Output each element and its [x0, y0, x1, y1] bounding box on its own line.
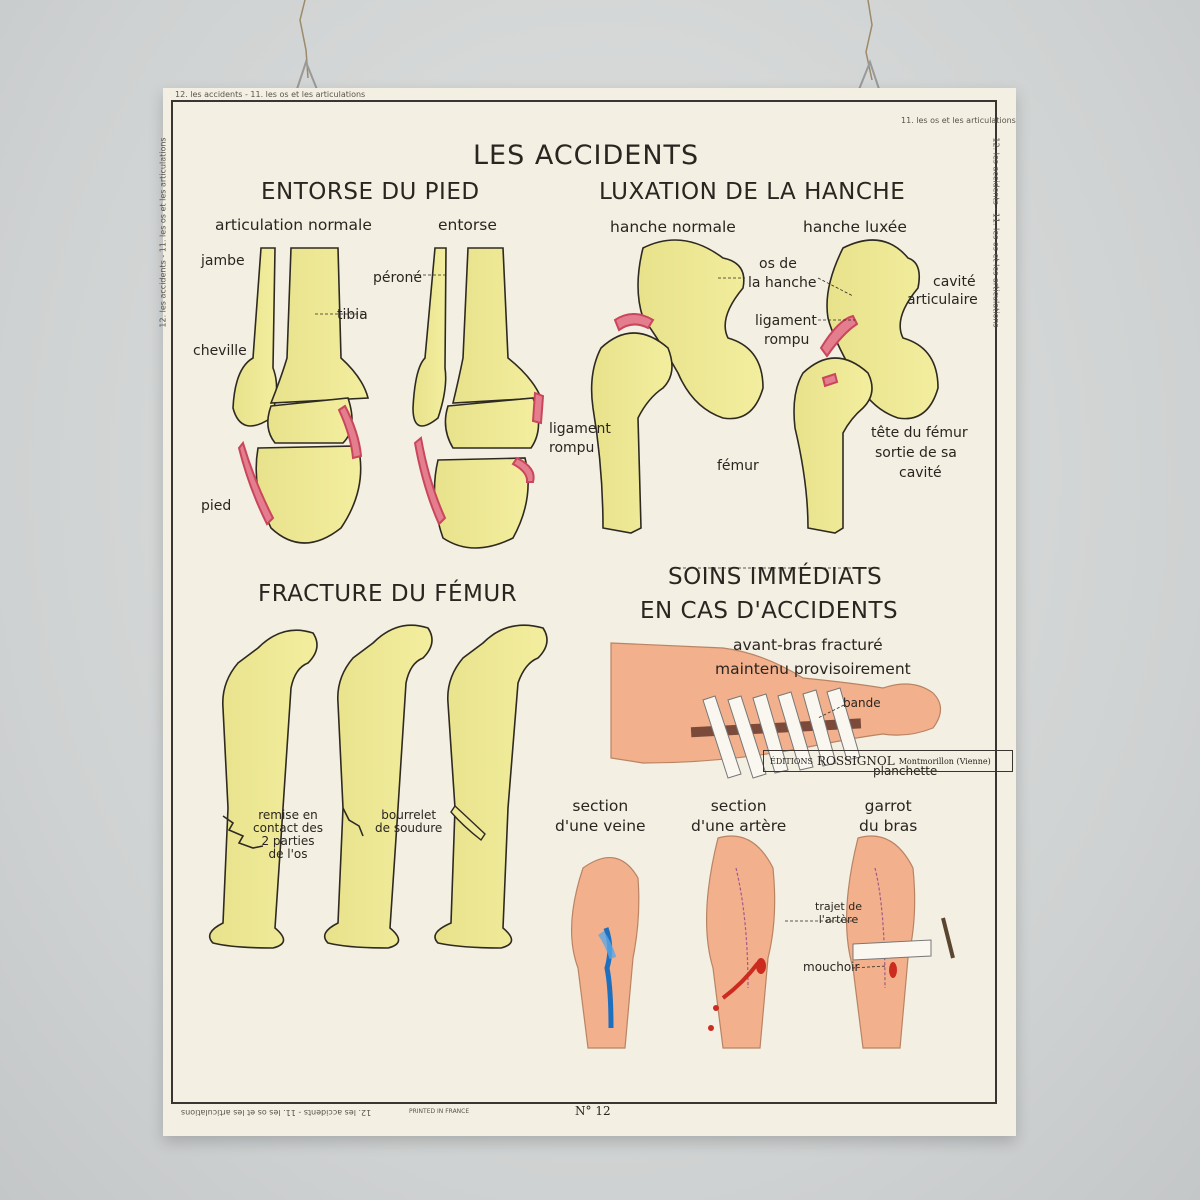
label-trajet-1: trajet de — [815, 900, 862, 913]
label-ligament-2: ligament — [755, 313, 817, 329]
label-tete-1: tête du fémur — [871, 425, 968, 441]
femur-3 — [434, 624, 548, 949]
label-bande: bande — [843, 696, 881, 710]
label-avant-bras-1: avant-bras fracturé — [733, 636, 883, 654]
label-ligament-1: ligament — [549, 421, 611, 437]
publisher-place: Montmorillon (Vienne) — [898, 756, 991, 766]
label-remise-1: remise en — [258, 808, 318, 822]
label-jambe: jambe — [201, 253, 245, 269]
label-tibia: tibia — [337, 307, 368, 323]
hip-dislocated — [793, 239, 939, 534]
label-section-artere: section d'une artère — [691, 796, 786, 836]
leader-lines — [315, 274, 887, 969]
publisher-box: ÉDITIONS ROSSIGNOL Montmorillon (Vienne) — [763, 750, 1013, 772]
label-veine-1: section — [572, 797, 629, 815]
label-hanche-luxee: hanche luxée — [803, 218, 907, 236]
label-la-hanche: la hanche — [748, 275, 817, 291]
arm-vein — [570, 857, 640, 1049]
label-articulaire: articulaire — [907, 292, 978, 308]
label-section-veine: section d'une veine — [555, 796, 646, 836]
poster-title: LES ACCIDENTS — [473, 140, 700, 171]
printed-in-france: PRINTED IN FRANCE — [409, 1108, 470, 1115]
label-garrot-1: garrot — [864, 797, 912, 815]
publisher-prefix: ÉDITIONS — [770, 756, 813, 766]
label-rompu-1: rompu — [549, 440, 595, 456]
label-remise: remise en contact des 2 parties de l'os — [253, 809, 323, 861]
femur-2 — [323, 624, 433, 949]
label-pied: pied — [201, 498, 232, 514]
label-articulation-normale: articulation normale — [215, 216, 372, 234]
label-tete-2: sortie de sa — [875, 445, 957, 461]
margin-top-right: 11. les os et les articulations — [901, 116, 1016, 125]
label-perone: péroné — [373, 270, 422, 286]
label-cheville: cheville — [193, 343, 247, 359]
label-veine-2: d'une veine — [555, 817, 646, 835]
label-cavite: cavité — [933, 274, 976, 290]
label-os-de: os de — [759, 256, 797, 272]
luxation-title: LUXATION DE LA HANCHE — [599, 179, 906, 205]
hip-normal — [590, 239, 764, 534]
label-avant-bras-2: maintenu provisoirement — [715, 660, 911, 678]
label-bourrelet-1: bourrelet — [381, 808, 437, 822]
fracture-title: FRACTURE DU FÉMUR — [258, 581, 518, 607]
anatomy-poster: 12. les accidents - 11. les os et les ar… — [159, 88, 1016, 1136]
ankle-normal — [232, 247, 370, 544]
forearm-splint — [610, 642, 942, 779]
poster-number: N° 12 — [575, 1104, 611, 1118]
label-remise-4: de l'os — [268, 847, 308, 861]
label-mouchoir: mouchoir — [803, 960, 860, 974]
femur-1 — [208, 629, 318, 949]
label-tete-3: cavité — [899, 465, 942, 481]
label-trajet-2: l'artère — [818, 913, 859, 926]
label-entorse: entorse — [438, 216, 497, 234]
soins-title-2: EN CAS D'ACCIDENTS — [640, 598, 899, 624]
label-artere-2: d'une artère — [691, 817, 787, 835]
label-garrot-2: du bras — [859, 817, 918, 835]
publisher-name: ROSSIGNOL — [816, 754, 895, 768]
label-bourrelet-2: de soudure — [375, 821, 443, 835]
label-femur-hip: fémur — [717, 458, 759, 474]
label-bourrelet: bourrelet de soudure — [375, 809, 442, 835]
entorse-title: ENTORSE DU PIED — [261, 179, 480, 205]
anatomy-illustrations — [208, 239, 955, 1049]
poster-frame — [171, 100, 997, 1104]
label-rompu-2: rompu — [764, 332, 810, 348]
label-artere-1: section — [710, 797, 767, 815]
bourrelet-de-soudure — [450, 804, 486, 842]
arm-tourniquet — [845, 835, 955, 1049]
ankle-sprain — [412, 247, 543, 549]
label-hanche-normale: hanche normale — [610, 218, 736, 236]
margin-top-left: 12. les accidents - 11. les os et les ar… — [175, 90, 366, 99]
label-remise-3: 2 parties — [261, 834, 315, 848]
label-trajet: trajet de l'artère — [815, 900, 862, 926]
label-remise-2: contact des — [253, 821, 323, 835]
label-garrot: garrot du bras — [859, 796, 917, 836]
arm-artery — [705, 835, 776, 1049]
